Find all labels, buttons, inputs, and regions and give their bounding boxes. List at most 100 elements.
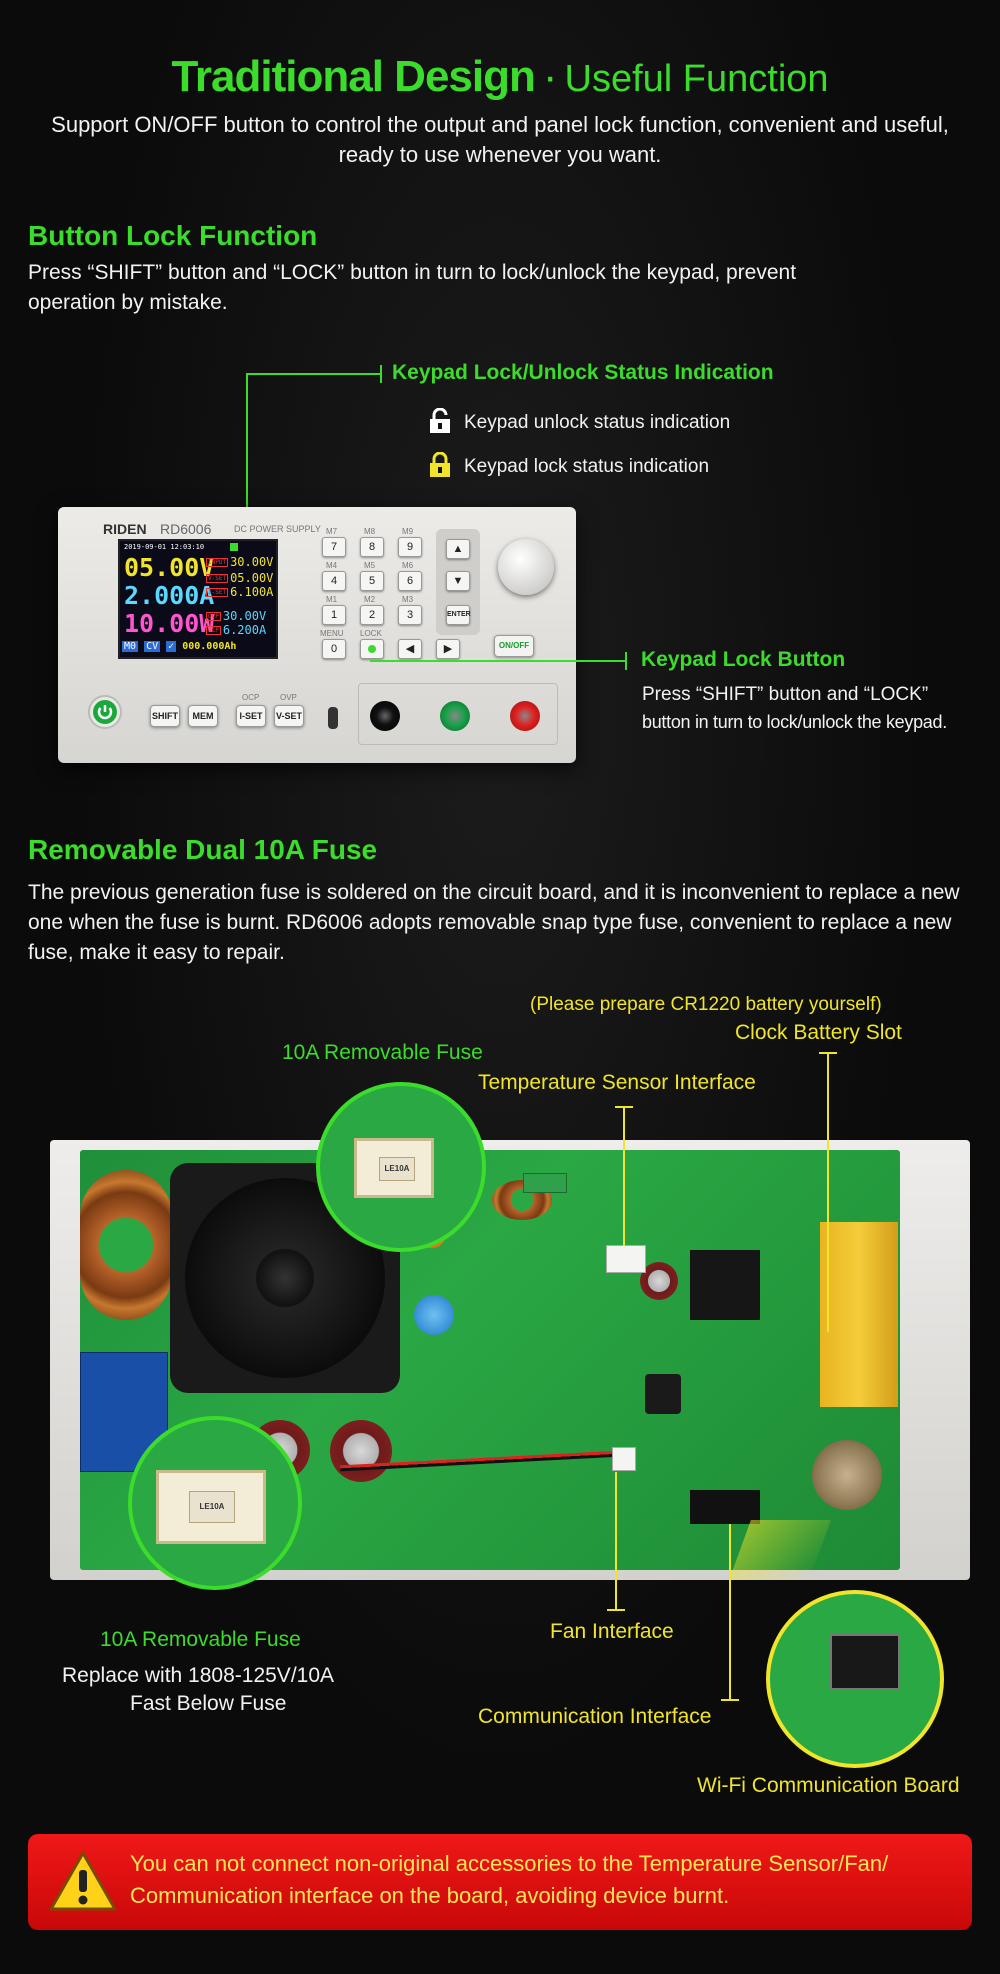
battery-leader [827, 1052, 829, 1332]
enter-button[interactable]: ENTER [446, 605, 471, 625]
key-0[interactable]: 0 [322, 639, 346, 659]
fan-interface-label: Fan Interface [550, 1620, 674, 1643]
unlock-icon [428, 407, 452, 439]
lcd-screen: 2019-09-01 12:03:10 05.00V 2.000A 10.00W… [118, 539, 278, 659]
battery-holder [812, 1440, 882, 1510]
warning-text-2: Communication interface on the board, av… [130, 1883, 730, 1908]
temp-sensor-label: Temperature Sensor Interface [478, 1071, 756, 1094]
warning-icon [48, 1850, 118, 1912]
key-label-m2: M2 [364, 595, 376, 604]
device-brand: RIDEN [103, 521, 147, 537]
key-2[interactable]: 2 [360, 605, 384, 625]
key-label-m1: M1 [326, 595, 338, 604]
arrow-up-button[interactable]: ▲ [446, 539, 470, 559]
temp-leader [623, 1106, 625, 1246]
shift-button[interactable]: SHIFT [150, 705, 180, 727]
wifi-zoom [766, 1590, 944, 1768]
fuse-holder-top: LE10A [354, 1138, 434, 1198]
lcd-voltage: 05.00V [124, 553, 215, 582]
button-lock-title: Button Lock Function [28, 220, 318, 251]
arrow-right-button[interactable]: ▶ [436, 639, 460, 659]
key-4[interactable]: 4 [322, 571, 346, 591]
arrow-left-button[interactable]: ◀ [398, 639, 422, 659]
battery-note: (Please prepare CR1220 battery yourself) [530, 994, 882, 1015]
key-1[interactable]: 1 [322, 605, 346, 625]
blue-capacitor [414, 1295, 454, 1335]
button-lock-description: Press “SHIFT” button and “LOCK” button i… [28, 261, 797, 314]
warning-text-1: You can not connect non-original accesso… [130, 1851, 889, 1876]
status-leader-h [246, 373, 380, 375]
key-8[interactable]: 8 [360, 537, 384, 557]
lock-button-desc-1: Press “SHIFT” button and “LOCK” [642, 684, 929, 705]
lock-button-leader-tick [625, 652, 627, 670]
rotary-knob[interactable] [498, 539, 554, 595]
temp-sensor-port [606, 1245, 646, 1273]
fuse-replace-2: Fast Below Fuse [130, 1692, 287, 1715]
lcd-ovp-tag: OVP [206, 612, 221, 621]
lcd-iset-value: 6.100A [230, 585, 274, 599]
lcd-input-value: 30.00V [230, 555, 274, 569]
fuse-zoom-top: LE10A [316, 1082, 486, 1252]
lcd-input-tag: INPUT [206, 558, 229, 567]
lcd-capacity: 000.000Ah [182, 641, 237, 652]
key-label-m7: M7 [326, 527, 338, 536]
fuse-replace-1: Replace with 1808-125V/10A [62, 1664, 335, 1687]
status-leader-tick [380, 365, 382, 383]
key-label-m6: M6 [402, 561, 414, 570]
power-inductor [645, 1374, 681, 1414]
fuse-bottom-label: 10A Removable Fuse [100, 1628, 301, 1651]
device-model-sub: DC POWER SUPPLY [234, 524, 321, 534]
lcd-mem: M0 [122, 641, 139, 652]
warning-text: You can not connect non-original accesso… [130, 1848, 960, 1912]
status-leader-v [246, 373, 248, 558]
title-main: Traditional Design [171, 52, 535, 101]
lock-button-desc-2: button in turn to lock/unlock the keypad… [642, 712, 947, 732]
capacitor-1 [330, 1420, 392, 1482]
device-model: RD6006 [160, 521, 212, 537]
lcd-ocp-tag: OCP [206, 626, 221, 635]
key-3[interactable]: 3 [398, 605, 422, 625]
wifi-board-label: Wi-Fi Communication Board [697, 1774, 960, 1797]
capacitor-3 [640, 1262, 678, 1300]
key-5[interactable]: 5 [360, 571, 384, 591]
key-label-menu: MENU [320, 629, 344, 638]
lock-button-label: Keypad Lock Button [641, 648, 846, 671]
fan-port [612, 1447, 636, 1471]
arrow-down-button[interactable]: ▼ [446, 571, 470, 591]
iset-button[interactable]: I-SET [236, 705, 266, 727]
key-6[interactable]: 6 [398, 571, 422, 591]
key-label-m8: M8 [364, 527, 376, 536]
fuse-section-description: The previous generation fuse is soldered… [28, 881, 960, 964]
lock-icon [428, 451, 452, 483]
ovp-label: OVP [280, 693, 297, 702]
device-panel: RIDEN RD6006 DC POWER SUPPLY 2019-09-01 … [58, 507, 576, 763]
comm-leader [729, 1524, 731, 1700]
communication-header [690, 1490, 760, 1524]
page-title: Traditional Design·Useful Function [0, 52, 1000, 102]
power-button[interactable] [88, 695, 122, 729]
mem-button[interactable]: MEM [188, 705, 218, 727]
ocp-label: OCP [242, 693, 260, 702]
comm-interface-label: Communication Interface [478, 1705, 712, 1728]
temp-sensor-connector [523, 1173, 567, 1193]
fuse-section-title: Removable Dual 10A Fuse [28, 834, 378, 865]
fan-leader-tick [607, 1609, 625, 1611]
lock-button-leader-h [370, 660, 625, 662]
display-ribbon [820, 1222, 898, 1407]
key-9[interactable]: 9 [398, 537, 422, 557]
onoff-button[interactable]: ON/OFF [494, 635, 534, 657]
key-7[interactable]: 7 [322, 537, 346, 557]
lock-key[interactable] [360, 639, 384, 659]
vset-button[interactable]: V-SET [274, 705, 304, 727]
fuse-zoom-bottom: LE10A [128, 1416, 302, 1590]
lcd-mode: CV [144, 641, 161, 652]
title-separator: · [542, 52, 558, 101]
lcd-vset-value: 05.00V [230, 571, 274, 585]
lcd-vset-tag: V-SET [206, 574, 229, 583]
fuse-bottom-marking: LE10A [189, 1491, 235, 1523]
lcd-iset-tag: I-SET [206, 588, 229, 597]
